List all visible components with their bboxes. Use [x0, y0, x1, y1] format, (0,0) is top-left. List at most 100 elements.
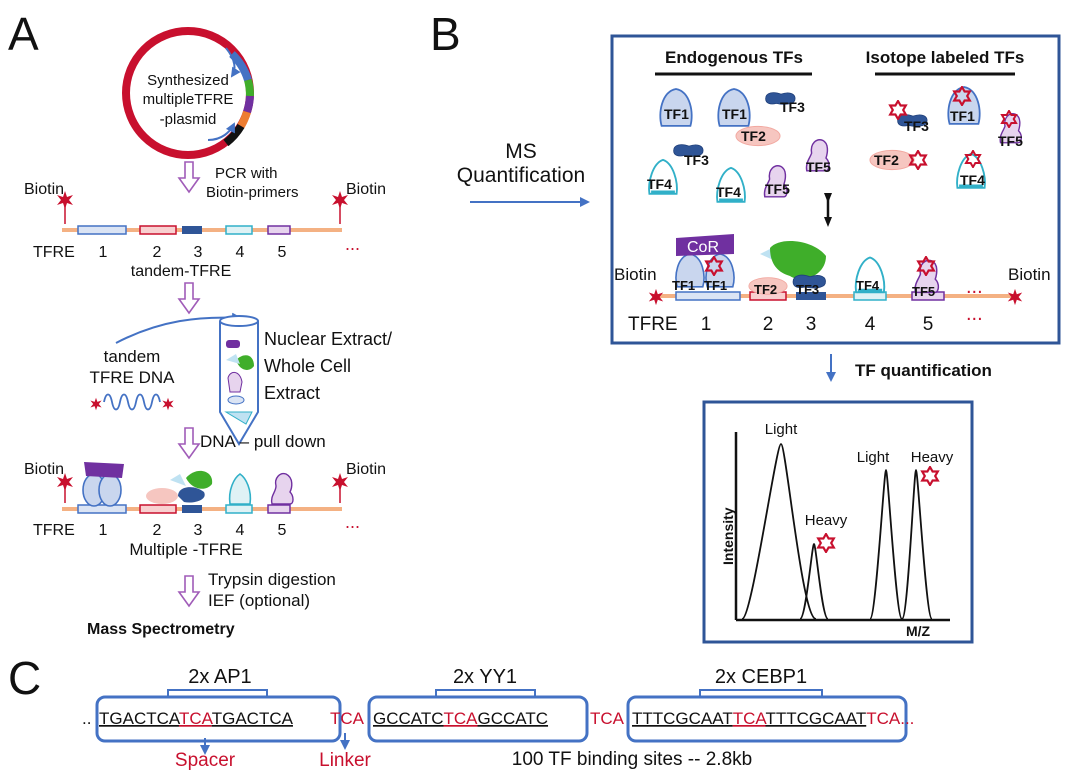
extract-label-1: Nuclear Extract/: [264, 329, 392, 349]
site-5-a2: 5: [278, 522, 287, 539]
digestion-label-1: Trypsin digestion: [208, 570, 336, 589]
seq-linker-2: TCA: [590, 709, 625, 728]
extract-label-3: Extract: [264, 383, 320, 403]
group-label-yy1: 2x YY1: [453, 666, 517, 688]
biotin-label-right-a1: Biotin: [346, 181, 386, 198]
tf1-label-i: TF1: [950, 108, 975, 124]
biotin-label-left-a2: Biotin: [24, 461, 64, 478]
tf4-label-e2: TF4: [716, 184, 741, 200]
process-arrow-4: [177, 575, 201, 608]
ms-quant-label-2: Quantification: [457, 164, 585, 187]
peak-heavy-1: [799, 543, 829, 620]
panel-label-a: A: [8, 8, 39, 60]
group-label-cebp1: 2x CEBP1: [715, 666, 807, 688]
plasmid-label-1: Synthesized: [147, 72, 229, 89]
ellipsis-a2: ...: [345, 512, 360, 532]
site-5-b: 5: [923, 314, 934, 335]
seq-cebp1-spacer: TCA: [733, 709, 768, 728]
chart-ylabel: Intensity: [720, 507, 736, 565]
tf2-label-i: TF2: [874, 152, 899, 168]
tandem-tfre-label: tandem-TFRE: [131, 263, 231, 280]
site-3-a2: 3: [194, 522, 203, 539]
digestion-label-2: IEF (optional): [208, 591, 310, 610]
pcr-step-2: Biotin-primers: [206, 184, 299, 201]
site-4-a2: 4: [236, 522, 245, 539]
tf2-label-b: TF2: [754, 282, 777, 297]
multiple-tfre-label: Multiple -TFRE: [129, 540, 242, 559]
tfre-label-a1: TFRE: [33, 244, 75, 261]
seq-ap1-b: TGACTCA: [212, 709, 294, 728]
seq-lead: ..: [82, 709, 91, 728]
plasmid-diagram: [122, 27, 255, 159]
sequence-boxes: [95, 695, 908, 743]
seq-ap1-a: TGACTCA: [99, 709, 181, 728]
tf3-label-b: TF3: [796, 282, 819, 297]
process-arrow-2: [177, 282, 201, 315]
tfre-label-b: TFRE: [628, 314, 678, 335]
peak-light-1: [741, 443, 817, 620]
tf5-label-e1: TF5: [806, 159, 831, 175]
plasmid-label-3: -plasmid: [160, 111, 217, 128]
cor-label: CoR: [687, 239, 719, 256]
process-arrow-3: [177, 427, 201, 460]
biotin-label-left-b: Biotin: [614, 265, 657, 284]
ellipsis-a1: ...: [345, 234, 360, 254]
tandem-dna-label-1: tandem: [104, 347, 161, 366]
tfre-label-a2: TFRE: [33, 522, 75, 539]
site-3-b: 3: [806, 314, 817, 335]
pcr-step-1: PCR with: [215, 165, 278, 182]
seq-linker-1: TCA: [330, 709, 365, 728]
extract-tube: [219, 315, 259, 446]
tf1-label-e2: TF1: [722, 106, 747, 122]
panel-label-c: C: [8, 652, 41, 704]
peak-heavy-2: [901, 469, 933, 620]
tf4-label-i: TF4: [960, 172, 985, 188]
tandem-dna-label-2: TFRE DNA: [90, 368, 176, 387]
seq-ap1-spacer: TCA: [179, 709, 214, 728]
multiple-tfre-construct: [57, 462, 348, 514]
ellipsis-b2: ...: [966, 303, 983, 325]
biotin-label-right-a2: Biotin: [346, 461, 386, 478]
group-brackets: [167, 689, 823, 697]
tf5-label-b: TF5: [912, 284, 935, 299]
seq-cebp1-b: TTTCGCAAT: [765, 709, 866, 728]
endogenous-heading: Endogenous TFs: [665, 48, 803, 67]
tf1-label-e1: TF1: [664, 106, 689, 122]
tf4-label-b: TF4: [856, 278, 880, 293]
ms-spectrum-chart: [702, 400, 974, 644]
isotope-heading: Isotope labeled TFs: [866, 48, 1025, 67]
ms-quant-label-1: MS: [505, 140, 537, 163]
tandem-tfre-construct: [57, 191, 348, 235]
site-5-a1: 5: [278, 244, 287, 261]
plasmid-label-2: multipleTFRE: [143, 91, 234, 108]
extract-label-2: Whole Cell: [264, 356, 351, 376]
seq-tail: TCA...: [866, 709, 914, 728]
seq-yy1-spacer: TCA: [444, 709, 479, 728]
site-4-a1: 4: [236, 244, 245, 261]
tf4-label-e1: TF4: [647, 176, 672, 192]
chart-xlabel: M/Z: [906, 623, 931, 639]
panel-label-b: B: [430, 8, 461, 60]
spacer-label: Spacer: [175, 750, 236, 771]
tf2-label-e1: TF2: [741, 128, 766, 144]
tf3-label-i: TF3: [904, 118, 929, 134]
linker-label: Linker: [319, 750, 371, 771]
tandem-dna-coil: [90, 393, 174, 411]
site-2-b: 2: [763, 314, 774, 335]
tf3-label-e2: TF3: [684, 152, 709, 168]
site-1-a1: 1: [99, 244, 108, 261]
group-label-ap1: 2x AP1: [188, 666, 251, 688]
seq-cebp1-a: TTTCGCAAT: [632, 709, 733, 728]
panel-b-construct: [648, 234, 1023, 306]
tf5-label-i: TF5: [998, 133, 1023, 149]
tf5-label-e2: TF5: [765, 181, 790, 197]
seq-yy1-b: GCCATC: [478, 709, 549, 728]
tf3-label-e1: TF3: [780, 99, 805, 115]
summary-label: 100 TF binding sites -- 2.8kb: [512, 749, 752, 770]
site-1-b: 1: [701, 314, 712, 335]
seq-yy1-a: GCCATC: [373, 709, 444, 728]
tf1-label-b2: TF1: [704, 278, 727, 293]
site-1-a2: 1: [99, 522, 108, 539]
mass-spec-label: Mass Spectrometry: [87, 621, 235, 638]
